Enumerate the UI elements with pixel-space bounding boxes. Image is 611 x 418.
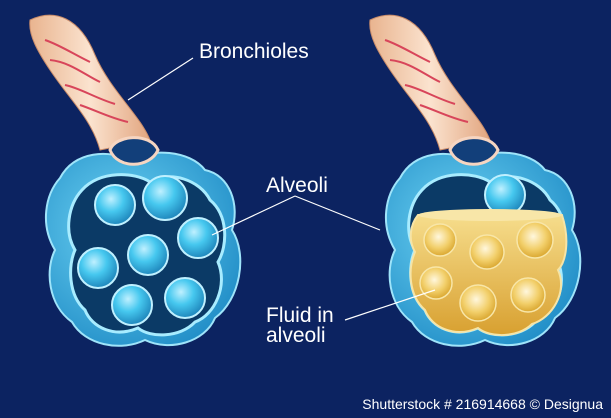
alveolus <box>128 235 168 275</box>
alveolus <box>517 222 553 258</box>
fluid-filled-alveoli <box>370 15 581 346</box>
alveolus <box>460 285 496 321</box>
alveolus <box>165 278 205 318</box>
alveolus <box>178 218 218 258</box>
alveoli-leader-right <box>295 196 380 230</box>
image-credit: Shutterstock # 216914668 © Designua <box>362 396 603 412</box>
bronchiole-tube-left <box>30 15 150 150</box>
alveolus <box>143 176 187 220</box>
alveoli-label: Alveoli <box>266 175 328 196</box>
fluid-label-line2: alveoli <box>266 326 334 346</box>
alveolus <box>420 267 452 299</box>
fluid-in-alveoli-label: Fluid in alveoli <box>266 306 334 346</box>
fluid-label-line1: Fluid in <box>266 306 334 326</box>
alveoli-bubbles-upper-right <box>485 175 525 215</box>
alveolus <box>95 185 135 225</box>
alveolus <box>485 175 525 215</box>
bronchiole-opening-right <box>450 138 498 165</box>
bronchiole-opening-left <box>110 138 158 165</box>
fluid-surface <box>418 209 562 221</box>
bronchioles-leader <box>128 58 193 100</box>
alveolus <box>511 278 545 312</box>
bronchiole-tube-right <box>370 15 490 150</box>
healthy-alveoli <box>30 15 241 346</box>
alveolus <box>424 224 456 256</box>
alveolus <box>112 285 152 325</box>
alveolus <box>78 248 118 288</box>
bronchioles-label: Bronchioles <box>199 41 309 62</box>
alveolus <box>470 235 504 269</box>
